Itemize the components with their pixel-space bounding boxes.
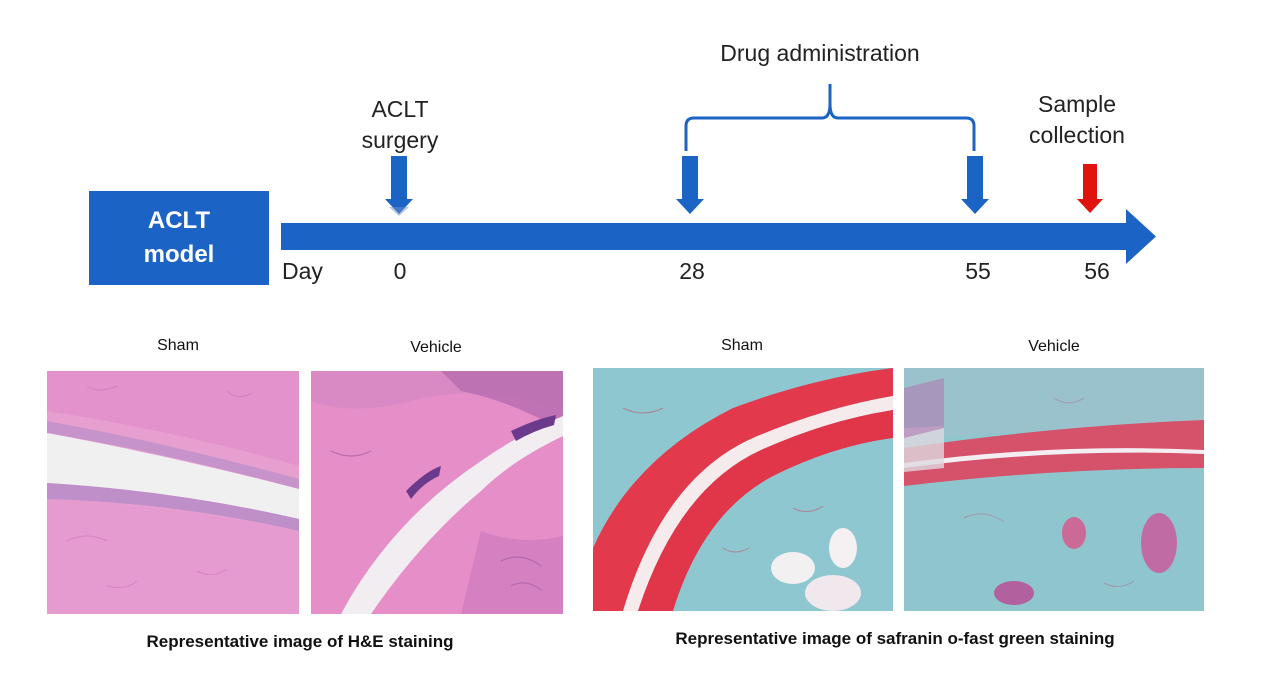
timeline-diagram bbox=[281, 84, 1156, 264]
surgery-label-line2: surgery bbox=[361, 127, 439, 153]
surgery-arrow bbox=[385, 156, 413, 216]
surgery-label-line1: ACLT bbox=[371, 96, 429, 122]
drug-start-arrow bbox=[676, 156, 704, 214]
surgery-label: ACLT surgery bbox=[340, 94, 460, 156]
he-staining-caption: Representative image of H&E staining bbox=[146, 632, 454, 651]
timeline-arrowhead bbox=[1126, 209, 1156, 264]
drug-end-arrow bbox=[961, 156, 989, 214]
model-label-line2: model bbox=[143, 241, 215, 268]
sample-arrow bbox=[1077, 164, 1103, 213]
he-sham-caption: Sham bbox=[157, 337, 199, 354]
sample-label-line1: Sample bbox=[1038, 91, 1116, 117]
sf-sham-image bbox=[593, 368, 893, 611]
sample-label: Sample collection bbox=[1010, 89, 1144, 151]
drug-brace bbox=[684, 84, 976, 151]
day-tick-0: 0 bbox=[393, 258, 407, 284]
sf-sham-caption: Sham bbox=[721, 337, 763, 354]
day-tick-56: 56 bbox=[1084, 258, 1110, 284]
he-vehicle-caption: Vehicle bbox=[410, 339, 462, 356]
he-vehicle-image bbox=[311, 371, 563, 614]
drug-label: Drug administration bbox=[720, 40, 920, 66]
aclt-model-box: ACLT model bbox=[89, 191, 269, 285]
sf-vehicle-caption: Vehicle bbox=[1028, 338, 1080, 355]
day-tick-55: 55 bbox=[965, 258, 991, 284]
day-axis-label: Day bbox=[282, 258, 323, 284]
sample-label-line2: collection bbox=[1029, 122, 1125, 148]
model-label-line1: ACLT bbox=[147, 207, 211, 234]
day-tick-28: 28 bbox=[679, 258, 705, 284]
he-sham-image bbox=[47, 371, 299, 614]
timeline-axis bbox=[281, 223, 1128, 250]
sf-vehicle-image bbox=[904, 368, 1204, 611]
safranin-staining-caption: Representative image of safranin o-fast … bbox=[675, 629, 1115, 648]
